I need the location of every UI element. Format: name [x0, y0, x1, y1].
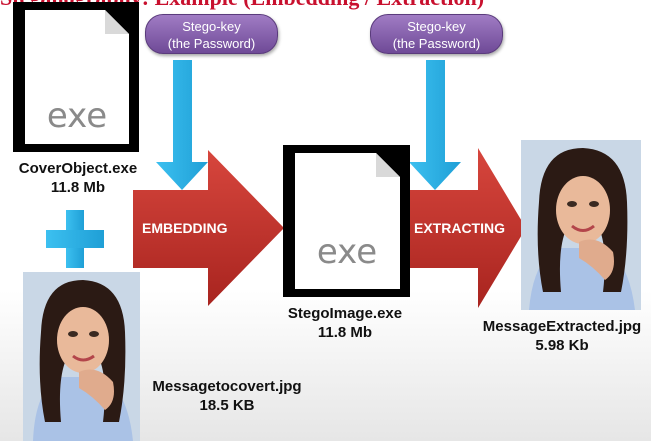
stego-image-size: 11.8 Mb — [317, 324, 373, 341]
message-photo — [23, 272, 140, 441]
extracted-filename: MessageExtracted.jpg — [482, 318, 642, 335]
exe-file-icon: exe — [295, 153, 400, 289]
portrait-photo — [521, 140, 641, 310]
embedding-label: EMBEDDING — [142, 220, 228, 236]
extracting-arrow — [410, 148, 526, 308]
extracted-size: 5.98 Kb — [535, 337, 589, 354]
stego-key-sublabel: (the Password) — [392, 36, 481, 51]
down-arrow-icon — [156, 60, 208, 190]
exe-label: exe — [317, 232, 377, 272]
portrait-photo — [23, 272, 140, 441]
exe-label: exe — [47, 96, 107, 136]
down-arrow-icon — [409, 60, 461, 190]
cover-object-size: 11.8 Mb — [50, 179, 106, 196]
stego-key-sublabel: (the Password) — [167, 36, 256, 51]
message-size: 18.5 KB — [199, 397, 255, 414]
stego-image-file-icon: exe — [283, 145, 410, 297]
stego-key-badge: Stego-key (the Password) — [370, 14, 503, 54]
slide-title: Steganography: Example (Embedding / Extr… — [0, 0, 651, 10]
cover-object-filename: CoverObject.exe — [18, 160, 138, 177]
stego-key-label: Stego-key — [182, 19, 241, 34]
extracted-photo — [521, 140, 641, 310]
extracting-label: EXTRACTING — [414, 220, 505, 236]
cover-object-file-icon: exe — [13, 2, 139, 152]
embedding-arrow — [133, 150, 284, 306]
stego-key-badge: Stego-key (the Password) — [145, 14, 278, 54]
stego-key-label: Stego-key — [407, 19, 466, 34]
stego-image-filename: StegoImage.exe — [287, 305, 403, 322]
exe-file-icon: exe — [25, 10, 129, 144]
plus-icon — [46, 210, 104, 268]
message-filename: Messagetocovert.jpg — [152, 378, 302, 395]
